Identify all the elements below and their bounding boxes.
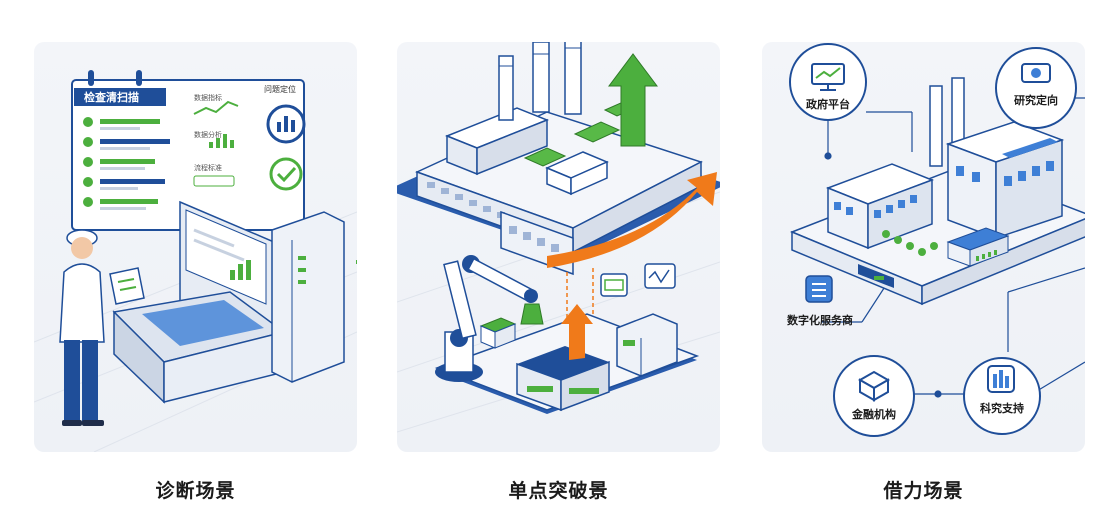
node-digital-service: 数字化服务商 bbox=[787, 275, 853, 327]
node-government-platform: 政府平台 bbox=[789, 43, 867, 121]
node-label-government: 政府平台 bbox=[806, 97, 850, 111]
industrial-park bbox=[789, 77, 1085, 306]
breakthrough-illustration bbox=[397, 42, 720, 433]
leverage-scene-panel: 政府平台 研究定向 数字化服务商 金融机构 科究支持 bbox=[762, 42, 1085, 452]
leverage-caption: 借力场景 bbox=[883, 480, 964, 502]
checklist-title: 检查清扫描 bbox=[84, 90, 139, 104]
growth-arrow-icon bbox=[608, 53, 658, 147]
diagnostic-console bbox=[112, 200, 357, 404]
node-finance: 金融机构 bbox=[833, 355, 915, 437]
production-platform bbox=[434, 255, 700, 414]
diagnosis-scene-panel: 检查清扫描 数据指标 数据分析 流程标准 问题定位 bbox=[34, 42, 357, 452]
orange-up-arrow-icon bbox=[561, 304, 593, 360]
worker-figure bbox=[59, 229, 145, 426]
node-label-finance: 金融机构 bbox=[851, 407, 896, 421]
node-label-science-support: 科究支持 bbox=[980, 401, 1024, 415]
node-science-support: 科究支持 bbox=[963, 357, 1041, 435]
node-label-digital-service: 数字化服务商 bbox=[787, 313, 853, 327]
metric-label-3: 流程标准 bbox=[194, 163, 222, 172]
tablet-icon bbox=[109, 267, 145, 305]
node-label-research: 研究定向 bbox=[1014, 93, 1058, 107]
checklist-board: 检查清扫描 数据指标 数据分析 流程标准 问题定位 bbox=[71, 70, 306, 231]
chart-monitor-icon bbox=[644, 263, 676, 289]
check-circle-icon bbox=[269, 157, 303, 191]
metric-label-1: 数据指标 bbox=[194, 93, 222, 102]
leverage-illustration: 政府平台 研究定向 数字化服务商 金融机构 科究支持 bbox=[787, 43, 1085, 437]
factory-building bbox=[397, 42, 720, 276]
diagnosis-caption: 诊断场景 bbox=[155, 480, 236, 502]
diagnosis-illustration: 检查清扫描 数据指标 数据分析 流程标准 问题定位 bbox=[34, 70, 357, 452]
robot-arm bbox=[435, 255, 544, 382]
breakthrough-box bbox=[516, 304, 610, 412]
node-research: 研究定向 bbox=[995, 47, 1077, 129]
orange-flow-arrow-icon bbox=[547, 172, 717, 268]
metric-label-2: 数据分析 bbox=[194, 130, 222, 139]
breakthrough-caption: 单点突破景 bbox=[508, 480, 609, 502]
breakthrough-scene-panel bbox=[397, 42, 720, 452]
locate-label: 问题定位 bbox=[264, 84, 296, 94]
checklist-rows bbox=[83, 117, 170, 210]
